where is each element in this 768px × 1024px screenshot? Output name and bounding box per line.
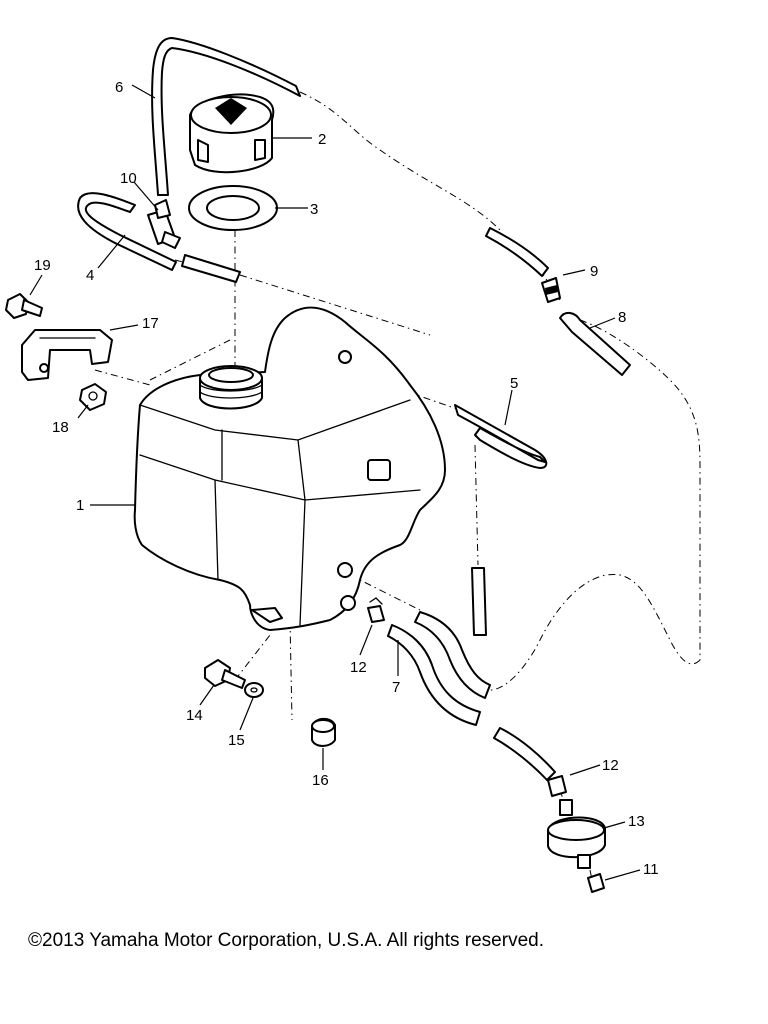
- t-joint[interactable]: [147, 199, 181, 249]
- callout-3: 3: [310, 201, 318, 218]
- hose-4[interactable]: [77, 192, 241, 283]
- hose-6[interactable]: [151, 37, 301, 196]
- callout-18: 18: [52, 419, 69, 436]
- callout-7: 7: [392, 679, 400, 696]
- callout-2: 2: [318, 131, 326, 148]
- callout-17: 17: [142, 315, 159, 332]
- nut-18[interactable]: [79, 383, 107, 411]
- callout-8: 8: [618, 309, 626, 326]
- grommet-16[interactable]: [311, 717, 336, 747]
- callout-5: 5: [510, 375, 518, 392]
- callout-15: 15: [228, 732, 245, 749]
- bracket-17[interactable]: [21, 329, 113, 381]
- cap-seal[interactable]: [188, 185, 278, 231]
- callout-11: 11: [643, 861, 659, 878]
- clip-12-upper[interactable]: [367, 597, 385, 623]
- callout-13: 13: [628, 813, 645, 830]
- callout-16: 16: [312, 772, 329, 789]
- callout-labels: 6 2 3 10 4 19 17 18 1 5 9 8 12 7 14 15 1…: [34, 79, 659, 878]
- bolt-14[interactable]: [204, 659, 246, 689]
- callout-14: 14: [186, 707, 203, 724]
- callout-12-lower: 12: [602, 757, 619, 774]
- hose-vertical[interactable]: [471, 567, 487, 636]
- clip-11[interactable]: [587, 873, 605, 893]
- callout-6: 6: [115, 79, 123, 96]
- hose-7[interactable]: [387, 611, 556, 781]
- clip-12-lower[interactable]: [547, 775, 567, 797]
- hose-upper-right[interactable]: [485, 227, 549, 277]
- hose-8[interactable]: [559, 312, 631, 376]
- callout-10: 10: [120, 170, 137, 187]
- callout-4: 4: [86, 267, 94, 284]
- callout-9: 9: [590, 263, 598, 280]
- washer-15[interactable]: [244, 682, 264, 698]
- callout-leaders: [29, 84, 641, 881]
- tank-cap[interactable]: [189, 93, 275, 174]
- filter-13[interactable]: [547, 799, 606, 869]
- callout-12-upper: 12: [350, 659, 367, 676]
- joint-9[interactable]: [541, 277, 561, 303]
- reservoir-tank[interactable]: [133, 306, 446, 631]
- hose-5[interactable]: [454, 404, 548, 469]
- copyright-notice: ©2013 Yamaha Motor Corporation, U.S.A. A…: [28, 930, 544, 951]
- callout-19: 19: [34, 257, 51, 274]
- bolt-19[interactable]: [5, 293, 43, 319]
- callout-1: 1: [76, 497, 84, 514]
